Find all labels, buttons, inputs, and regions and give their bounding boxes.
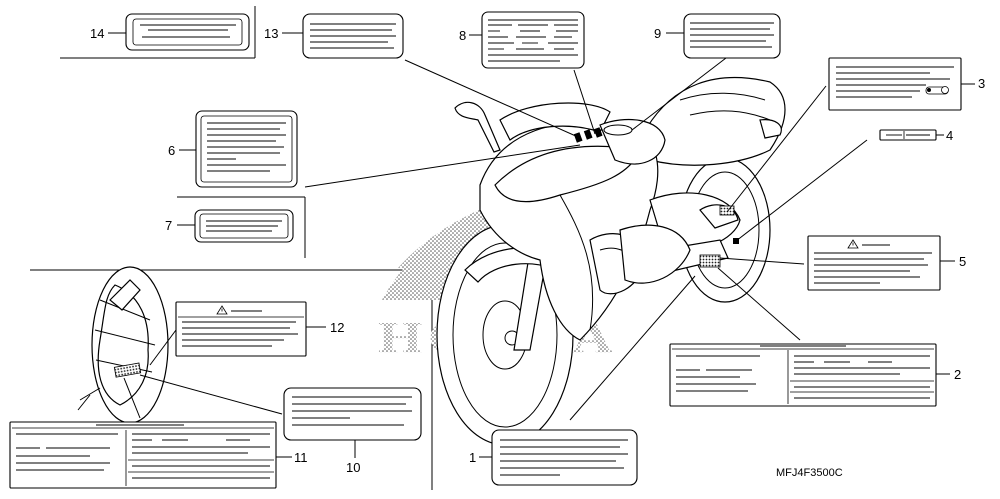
- leader-3: [726, 85, 827, 213]
- svg-text:4: 4: [946, 128, 953, 143]
- leader-13: [404, 59, 579, 138]
- svg-text:6: 6: [168, 143, 175, 158]
- leader-11: [123, 377, 141, 419]
- label-3: [828, 57, 962, 111]
- label-13: [302, 13, 404, 59]
- callout-13: 13: [264, 26, 303, 41]
- callout-10: 10: [346, 440, 360, 475]
- callout-11: 11: [276, 450, 308, 465]
- svg-text:8: 8: [459, 28, 466, 43]
- svg-text:9: 9: [654, 26, 661, 41]
- label-1: [491, 429, 638, 486]
- motorcycle-illustration: [436, 76, 786, 446]
- diagram-code: MFJ4F3500C: [776, 467, 843, 479]
- callout-2: 2: [936, 367, 961, 382]
- label-4: [879, 129, 937, 141]
- label-8: [481, 11, 585, 69]
- leader-10: [139, 374, 283, 415]
- mirror: [454, 101, 501, 153]
- leader-1: [569, 275, 696, 421]
- label-11: [9, 421, 277, 489]
- leader-8: [573, 69, 596, 135]
- svg-text:10: 10: [346, 460, 360, 475]
- leader-12: [149, 329, 177, 366]
- svg-text:7: 7: [165, 218, 172, 233]
- svg-text:13: 13: [264, 26, 278, 41]
- callout-1: 1: [469, 450, 492, 465]
- label-9: [683, 13, 781, 59]
- callout-7: 7: [165, 218, 195, 233]
- warning-triangle-icon: [216, 305, 228, 315]
- svg-text:14: 14: [90, 26, 104, 41]
- svg-text:12: 12: [330, 320, 344, 335]
- label-5: [807, 235, 941, 291]
- warning-triangle-icon: [847, 239, 859, 249]
- seat: [639, 76, 786, 166]
- svg-text:11: 11: [294, 450, 308, 465]
- windscreen: [499, 102, 611, 141]
- svg-text:5: 5: [959, 254, 966, 269]
- wrench-icon: [925, 86, 949, 95]
- leader-4: [735, 139, 868, 242]
- rear-wheel-detail-inset: [77, 266, 169, 424]
- leader-2: [717, 267, 801, 341]
- svg-text:2: 2: [954, 367, 961, 382]
- callout-5: 5: [940, 254, 966, 269]
- callout-4: 4: [936, 128, 953, 143]
- callout-12: 12: [306, 320, 344, 335]
- label-14: [125, 13, 250, 51]
- callout-9: 9: [654, 26, 684, 41]
- leader-6: [304, 144, 581, 188]
- label-12: [175, 301, 307, 357]
- leader-5: [719, 257, 805, 265]
- callout-14: 14: [90, 26, 126, 41]
- section-dividers: [30, 6, 433, 490]
- svg-text:1: 1: [469, 450, 476, 465]
- label-10: [283, 387, 422, 441]
- tail-light: [759, 119, 782, 139]
- label-2: [669, 343, 937, 407]
- callout-6: 6: [168, 143, 196, 158]
- svg-text:3: 3: [978, 76, 985, 91]
- label-6: [195, 110, 298, 188]
- fuel-cap: [603, 124, 633, 136]
- label-7: [194, 209, 294, 243]
- engine: [619, 224, 691, 284]
- leader-9: [631, 57, 727, 131]
- callout-3: 3: [961, 76, 985, 91]
- callout-8: 8: [459, 28, 482, 43]
